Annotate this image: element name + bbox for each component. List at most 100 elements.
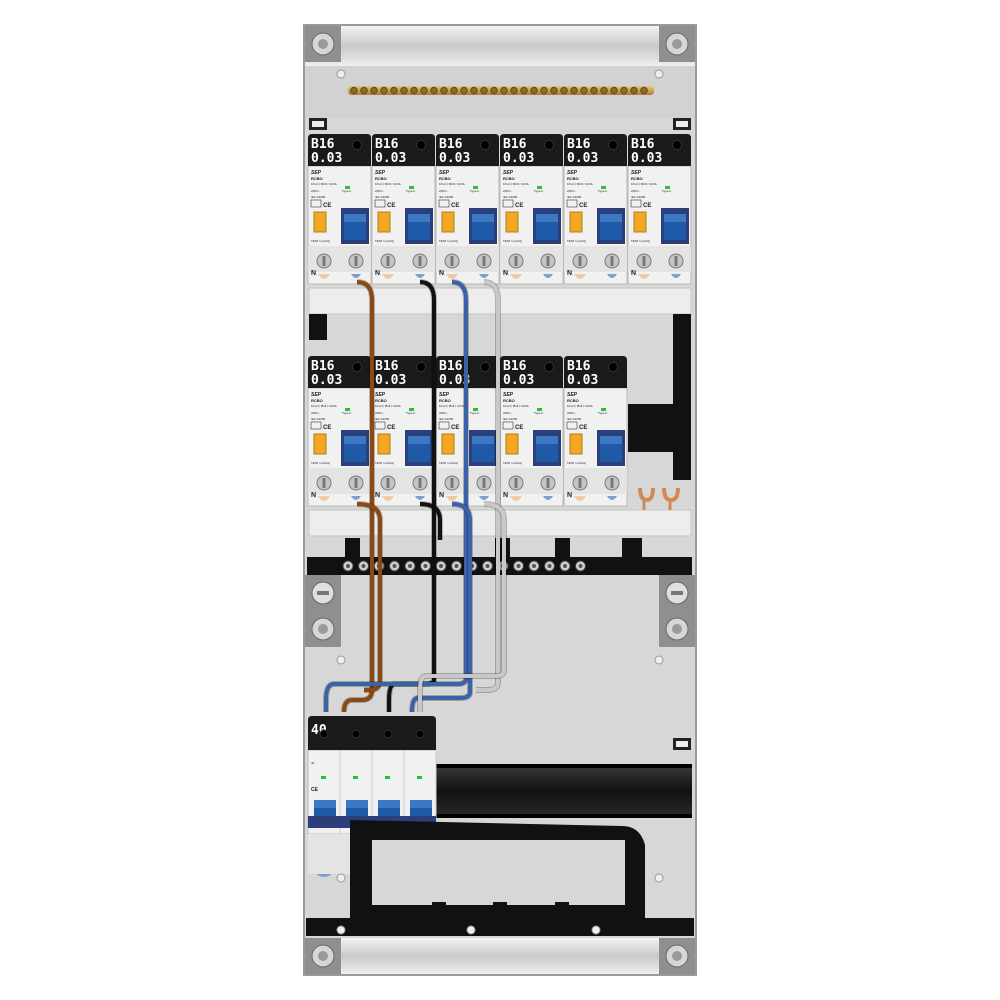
neutral-marker: N [311, 492, 316, 499]
rcbo-status-indicator [345, 186, 350, 189]
rcbo-test-hole [352, 362, 362, 372]
rcbo-footer-label: TEST monthly [375, 461, 394, 465]
copper-tail [510, 274, 522, 279]
rcbo-voltage-label: 240V~ [503, 411, 512, 415]
duct-tab [432, 902, 446, 922]
rcbo-type-label: Type A [406, 411, 415, 415]
terminal-screw-slot [450, 478, 454, 488]
terminal-screw-slot [546, 478, 550, 488]
neutral-screw-center [563, 564, 567, 568]
rcbo-toggle-top [600, 214, 622, 222]
rcbo-rating-box [566, 199, 578, 208]
neutral-screw-center [516, 564, 521, 568]
bottom-duct-inner [372, 840, 625, 905]
busbar-screw [490, 86, 498, 95]
neutral-marker: N [311, 270, 316, 277]
rcbo-standard-label: IEC 61009 [375, 195, 390, 199]
rcbo-test-button [441, 211, 455, 233]
rcbo-rating-box [630, 199, 642, 208]
rcbo-toggle-top [408, 214, 430, 222]
rcbo-type-label: Type A [470, 411, 479, 415]
rcbo-rating-box [502, 199, 514, 208]
wiring-harness [323, 279, 507, 713]
rcbo-toggle-top [472, 214, 494, 222]
rcbo-rating-box [374, 421, 386, 430]
rcbo-toggle-top [344, 436, 366, 444]
rcbo-spec-label: 1P+N / B16 / 0.03A [631, 182, 657, 186]
pole-toggle-top [410, 800, 432, 808]
rcbo-test-hole [416, 362, 426, 372]
rcbo-model-label: RCBO [375, 398, 387, 403]
ce-mark-icon: CE [643, 203, 651, 209]
blue-tail [543, 274, 553, 278]
rcbo-standard-label: IEC 61009 [503, 417, 518, 421]
rail-clip [676, 741, 688, 747]
terminal-screw-slot [386, 478, 390, 488]
neutral-screw-center [408, 564, 412, 568]
corner-mount-top-right [659, 26, 695, 62]
blue-tail [607, 496, 617, 500]
mount-hole [591, 925, 601, 935]
neutral-marker: N [375, 492, 380, 499]
main-switch-cap [308, 716, 436, 750]
rcbo-rating-label: B16 [503, 137, 527, 152]
neutral-screw-center [439, 564, 443, 568]
terminal-screw-slot [546, 256, 550, 266]
ce-mark-icon: CE [515, 203, 523, 209]
rcbo-toggle-top [472, 436, 494, 444]
terminal-screw-slot [418, 256, 422, 266]
rcbo-test-hole [608, 140, 618, 150]
separator-plate-left [309, 314, 327, 340]
rcbo-rating-label: B16 [375, 359, 399, 374]
din-rail-lower-lip [436, 764, 692, 768]
blue-tail [415, 496, 425, 500]
rcbo-voltage-label: 240V~ [567, 411, 576, 415]
blue-tail [316, 874, 332, 877]
rcbo-rating-box [310, 421, 322, 430]
terminal-screw-slot [514, 478, 518, 488]
rcbo-status-indicator [409, 408, 414, 411]
rcbo-sensitivity-label: 0.03 [503, 151, 534, 166]
black-wire-2 [419, 502, 442, 540]
rcbo-type-label: Type A [406, 189, 415, 193]
busbar-screw [460, 86, 468, 95]
rcbo-rating-label: B16 [439, 137, 463, 152]
busbar-screw [350, 86, 358, 95]
rcbo-type-label: Type A [662, 189, 671, 193]
rcbo-model-label: RCBO [567, 398, 579, 403]
rcbo-sensitivity-label: 0.03 [311, 151, 342, 166]
rcbo-voltage-label: 240V~ [503, 189, 512, 193]
main-switch-small-label: 40 [311, 761, 315, 765]
rcbo-status-indicator [537, 186, 542, 189]
neutral-screw-center [361, 564, 366, 568]
busbar-screw [360, 86, 368, 95]
rcbo-test-button [377, 211, 391, 233]
rcbo-rating-label: B16 [311, 137, 335, 152]
rcbo-brand-label: SEP [439, 170, 450, 176]
rcbo-status-indicator [601, 186, 606, 189]
busbar-screw [430, 86, 438, 95]
rcbo-footer-label: TEST monthly [503, 239, 522, 243]
busbar-screw [560, 86, 568, 95]
copper-tail [382, 274, 394, 279]
busbar-screw [520, 86, 528, 95]
blue-wire-2 [410, 502, 472, 713]
rcbo-sensitivity-label: 0.03 [631, 151, 662, 166]
blue-tail [351, 496, 361, 500]
rcbo-standard-label: IEC 61009 [375, 417, 390, 421]
rcbo-sensitivity-label: 0.03 [375, 373, 406, 388]
terminal-screw-slot [354, 256, 358, 266]
busbar-screw [470, 86, 478, 95]
rcbo-model-label: RCBO [311, 398, 323, 403]
copper-tail [318, 496, 330, 501]
mount-hole [466, 925, 476, 935]
rcbo-test-hole [672, 140, 682, 150]
brown-wire [342, 280, 374, 713]
copper-tail [510, 496, 522, 501]
duct-tab [555, 902, 569, 922]
rcbo-test-hole [416, 140, 426, 150]
